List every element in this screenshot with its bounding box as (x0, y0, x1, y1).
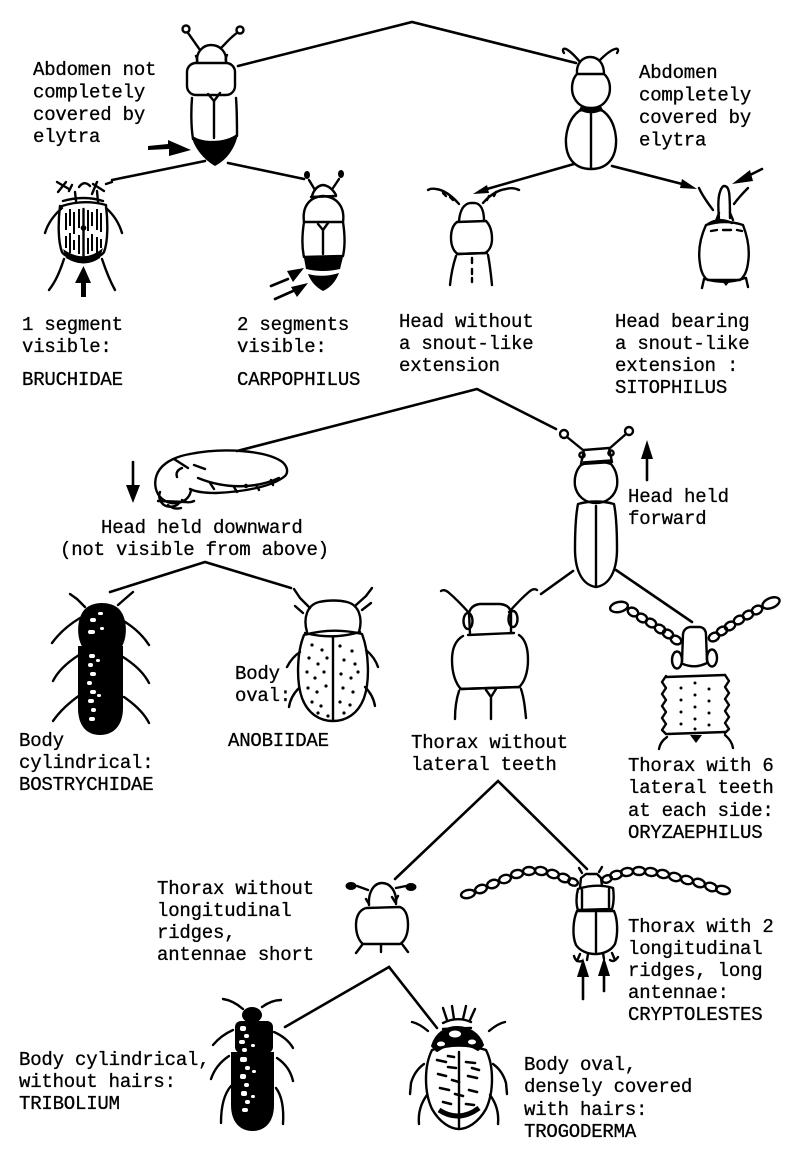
svg-text:at each side:: at each side: (628, 800, 774, 822)
svg-text:BOSTRYCHIDAE: BOSTRYCHIDAE (19, 774, 153, 796)
svg-text:longitudinal: longitudinal (157, 900, 291, 922)
svg-text:Head without: Head without (399, 311, 533, 333)
svg-text:Thorax with 6: Thorax with 6 (628, 755, 774, 777)
svg-text:Thorax without: Thorax without (411, 732, 568, 754)
svg-text:antennae short: antennae short (157, 944, 314, 966)
svg-text:longitudinal: longitudinal (628, 938, 762, 960)
svg-text:BRUCHIDAE: BRUCHIDAE (22, 369, 123, 391)
svg-text:with hairs:: with hairs: (524, 1099, 647, 1121)
svg-text:lateral teeth: lateral teeth (628, 777, 774, 799)
svg-text:forward: forward (628, 508, 706, 530)
svg-text:Abdomen not: Abdomen not (33, 59, 156, 81)
svg-text:SITOPHILUS: SITOPHILUS (615, 377, 727, 399)
svg-text:1 segment: 1 segment (22, 314, 123, 336)
svg-text:Head held: Head held (628, 486, 729, 508)
svg-text:extension: extension (399, 355, 500, 377)
svg-text:ORYZAEPHILUS: ORYZAEPHILUS (628, 822, 762, 844)
svg-text:Thorax without: Thorax without (157, 878, 314, 900)
svg-text:TRIBOLIUM: TRIBOLIUM (19, 1093, 120, 1115)
svg-text:a snout-like: a snout-like (615, 333, 749, 355)
svg-text:a snout-like: a snout-like (399, 333, 533, 355)
svg-text:covered by: covered by (639, 107, 751, 129)
svg-text:ridges,: ridges, (157, 922, 235, 944)
svg-text:Head bearing: Head bearing (615, 311, 749, 333)
svg-text:Body: Body (19, 730, 64, 752)
svg-text:elytra: elytra (639, 130, 706, 152)
svg-text:Body oval,: Body oval, (524, 1054, 636, 1076)
svg-text:2 segments: 2 segments (237, 314, 349, 336)
svg-text:extension :: extension : (615, 355, 738, 377)
svg-text:lateral teeth: lateral teeth (411, 754, 557, 776)
svg-text:CARPOPHILUS: CARPOPHILUS (237, 369, 360, 391)
svg-text:without hairs:: without hairs: (19, 1071, 176, 1093)
svg-text:Body cylindrical,: Body cylindrical, (19, 1049, 209, 1071)
svg-text:oval:: oval: (235, 685, 291, 707)
svg-text:covered by: covered by (33, 104, 145, 126)
svg-text:visible:: visible: (22, 336, 112, 358)
svg-text:completely: completely (33, 82, 145, 104)
svg-text:CRYPTOLESTES: CRYPTOLESTES (628, 1004, 762, 1026)
svg-text:TROGODERMA: TROGODERMA (524, 1121, 637, 1143)
svg-text:densely covered: densely covered (524, 1076, 692, 1098)
svg-text:ANOBIIDAE: ANOBIIDAE (228, 730, 329, 752)
svg-text:antennae:: antennae: (628, 982, 729, 1004)
svg-text:Body: Body (235, 663, 280, 685)
svg-text:(not visible from above): (not visible from above) (60, 539, 329, 561)
svg-text:visible:: visible: (237, 336, 327, 358)
svg-text:completely: completely (639, 85, 751, 107)
svg-text:elytra: elytra (33, 126, 100, 148)
svg-text:Thorax with 2: Thorax with 2 (628, 916, 774, 938)
svg-text:Abdomen: Abdomen (639, 62, 717, 84)
svg-text:cylindrical:: cylindrical: (19, 752, 153, 774)
svg-text:ridges, long: ridges, long (628, 960, 762, 982)
svg-text:Head held downward: Head held downward (101, 517, 303, 539)
